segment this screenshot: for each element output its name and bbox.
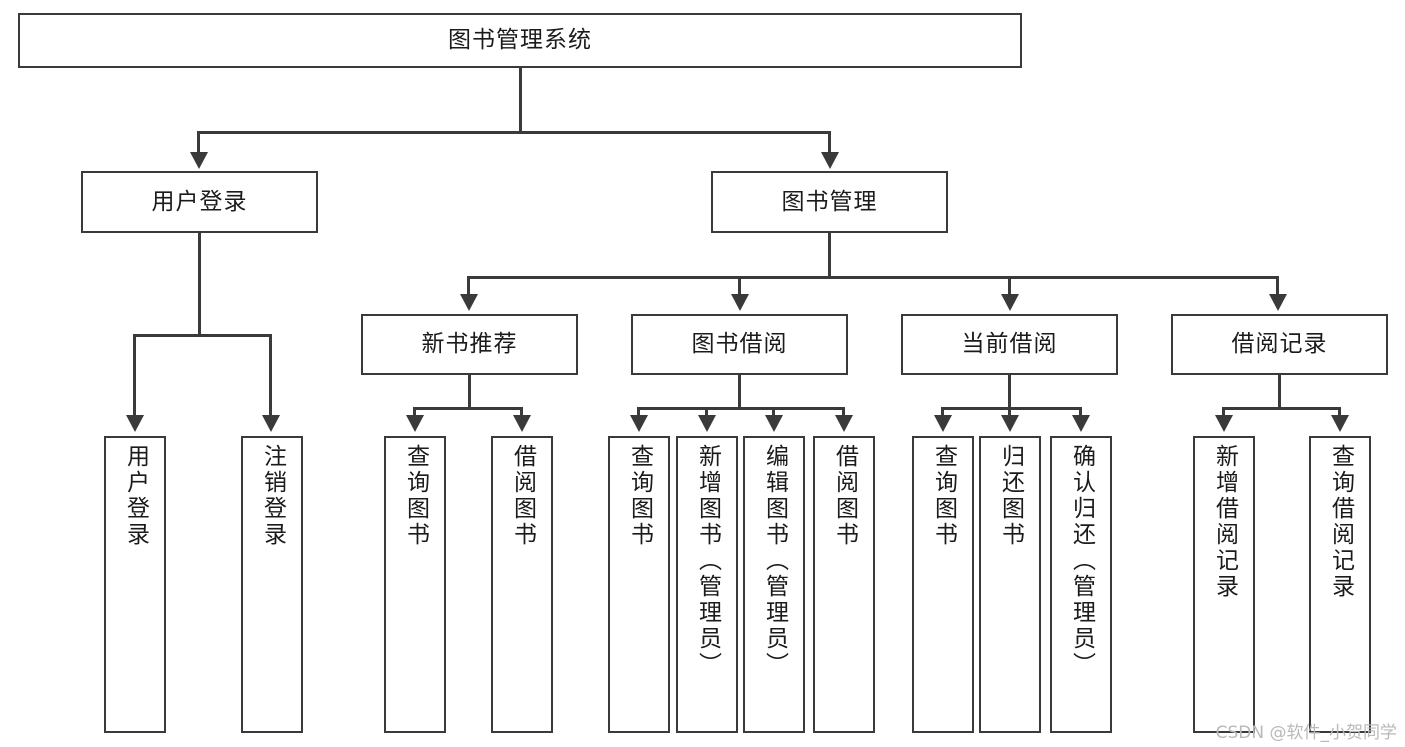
node-label: 新增借阅记录 — [1211, 444, 1238, 600]
leaf-current-query-book[interactable]: 查询图书 — [912, 436, 974, 733]
node-borrow-record[interactable]: 借阅记录 — [1171, 314, 1388, 375]
edge-current-borrow-bus — [941, 407, 1082, 410]
node-label: 编辑图书（管理员） — [761, 444, 788, 678]
edge-current-borrow-drop-2 — [1008, 407, 1011, 418]
node-current-borrow[interactable]: 当前借阅 — [901, 314, 1118, 375]
edge-root-to-user-login — [197, 131, 200, 155]
node-label: 借阅图书 — [509, 444, 536, 548]
edge-root-to-book-manage — [828, 131, 831, 155]
edge-borrow-book-stem — [738, 375, 741, 409]
edge-borrow-book-drop-4 — [842, 407, 845, 418]
node-label: 图书管理系统 — [448, 27, 592, 54]
arrow-to-borrow-book — [731, 294, 749, 311]
edge-borrow-record-bus — [1222, 407, 1341, 410]
arrow-to-new-book — [460, 294, 478, 311]
edge-new-book-drop-1 — [413, 407, 416, 418]
node-label: 注销登录 — [259, 444, 286, 548]
node-label: 查询图书 — [402, 444, 429, 548]
node-label: 确认归还（管理员） — [1068, 444, 1095, 678]
edge-user-login-drop-1 — [133, 334, 136, 418]
edge-user-login-bus — [133, 334, 271, 337]
edge-borrow-book-drop-3 — [772, 407, 775, 418]
node-label: 图书管理 — [781, 188, 878, 215]
edge-borrow-book-bus — [637, 407, 845, 410]
node-label: 查询借阅记录 — [1327, 444, 1354, 600]
arrow-borrow-book-leaf-4 — [835, 415, 853, 432]
arrow-borrow-record-leaf-1 — [1215, 415, 1233, 432]
node-new-book-recommend[interactable]: 新书推荐 — [361, 314, 578, 375]
arrow-current-borrow-leaf-2 — [1001, 415, 1019, 432]
edge-root-bus — [197, 131, 831, 134]
edge-borrow-book-drop-2 — [705, 407, 708, 418]
edge-book-manage-drop-2 — [738, 276, 741, 297]
edge-borrow-record-stem — [1278, 375, 1281, 409]
arrow-borrow-book-leaf-1 — [630, 415, 648, 432]
edge-borrow-record-drop-2 — [1338, 407, 1341, 418]
arrow-to-current-borrow — [1001, 294, 1019, 311]
leaf-current-confirm-return[interactable]: 确认归还（管理员） — [1050, 436, 1112, 733]
edge-current-borrow-drop-3 — [1079, 407, 1082, 418]
arrow-root-to-book-manage — [821, 152, 839, 169]
node-label: 查询图书 — [930, 444, 957, 548]
node-root-system[interactable]: 图书管理系统 — [18, 13, 1022, 68]
edge-book-manage-bus — [467, 276, 1279, 279]
arrow-to-borrow-record — [1269, 294, 1287, 311]
edge-user-login-drop-2 — [269, 334, 272, 418]
node-label: 借阅记录 — [1231, 331, 1328, 358]
watermark-text: CSDN @软件_小贺同学 — [1215, 723, 1397, 743]
arrow-new-book-leaf-1 — [406, 415, 424, 432]
leaf-new-book-query[interactable]: 查询图书 — [384, 436, 446, 733]
arrow-new-book-leaf-2 — [513, 415, 531, 432]
leaf-borrow-borrow-book[interactable]: 借阅图书 — [813, 436, 875, 733]
arrow-borrow-book-leaf-2 — [698, 415, 716, 432]
leaf-new-book-borrow[interactable]: 借阅图书 — [491, 436, 553, 733]
node-book-borrow[interactable]: 图书借阅 — [631, 314, 848, 375]
arrow-root-to-user-login — [190, 152, 208, 169]
edge-user-login-stem — [198, 233, 201, 334]
arrow-current-borrow-leaf-1 — [934, 415, 952, 432]
edge-book-manage-drop-1 — [467, 276, 470, 297]
leaf-user-login[interactable]: 用户登录 — [104, 436, 166, 733]
node-label: 查询图书 — [626, 444, 653, 548]
arrow-user-login-leaf-1 — [126, 415, 144, 432]
arrow-current-borrow-leaf-3 — [1072, 415, 1090, 432]
node-user-login[interactable]: 用户登录 — [81, 171, 318, 233]
node-book-management[interactable]: 图书管理 — [711, 171, 948, 233]
arrow-borrow-record-leaf-2 — [1331, 415, 1349, 432]
node-label: 当前借阅 — [961, 331, 1058, 358]
edge-borrow-record-drop-1 — [1222, 407, 1225, 418]
node-label: 用户登录 — [122, 444, 149, 548]
node-label: 借阅图书 — [831, 444, 858, 548]
edge-book-manage-drop-3 — [1008, 276, 1011, 297]
leaf-borrow-query-book[interactable]: 查询图书 — [608, 436, 670, 733]
edge-root-stem — [519, 68, 522, 131]
edge-borrow-book-drop-1 — [637, 407, 640, 418]
edge-current-borrow-stem — [1008, 375, 1011, 409]
edge-book-manage-stem — [828, 233, 831, 276]
leaf-borrow-edit-book[interactable]: 编辑图书（管理员） — [743, 436, 805, 733]
edge-new-book-bus — [413, 407, 523, 410]
arrow-borrow-book-leaf-3 — [765, 415, 783, 432]
edge-current-borrow-drop-1 — [941, 407, 944, 418]
arrow-user-login-leaf-2 — [262, 415, 280, 432]
edge-book-manage-drop-4 — [1276, 276, 1279, 297]
node-label: 图书借阅 — [691, 331, 788, 358]
node-label: 新增图书（管理员） — [694, 444, 721, 678]
leaf-current-return-book[interactable]: 归还图书 — [979, 436, 1041, 733]
node-label: 新书推荐 — [421, 331, 518, 358]
node-label: 归还图书 — [997, 444, 1024, 548]
edge-new-book-stem — [468, 375, 471, 409]
node-label: 用户登录 — [151, 188, 248, 215]
edge-new-book-drop-2 — [520, 407, 523, 418]
leaf-user-logout[interactable]: 注销登录 — [241, 436, 303, 733]
leaf-record-add[interactable]: 新增借阅记录 — [1193, 436, 1255, 733]
leaf-record-query[interactable]: 查询借阅记录 — [1309, 436, 1371, 733]
leaf-borrow-add-book[interactable]: 新增图书（管理员） — [676, 436, 738, 733]
